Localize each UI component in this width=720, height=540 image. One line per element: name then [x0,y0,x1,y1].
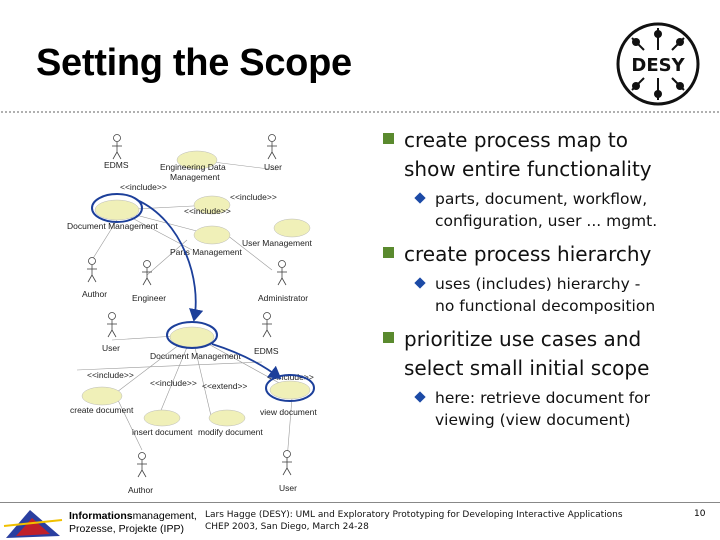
actor-engineer-icon [141,260,153,286]
actor-edms-lower-icon [261,312,273,338]
bullet-square-icon [383,332,394,343]
actor-author-lower-icon [136,452,148,478]
svg-text:User: User [279,483,297,493]
svg-text:Administrator: Administrator [258,293,308,303]
highlight-document-management-bottom [166,321,218,349]
svg-text:Author: Author [82,289,107,299]
svg-text:<<include>>: <<include>> [267,372,314,382]
highlight-document-management-top [91,193,143,223]
svg-text:User: User [102,343,120,353]
svg-text:<<include>>: <<include>> [184,206,231,216]
svg-text:Document Management: Document Management [150,351,241,361]
svg-text:User Management: User Management [242,238,313,248]
sub-bullet-2: uses (includes) hierarchy - no functiona… [380,273,710,317]
svg-text:EDMS: EDMS [254,346,279,356]
sub-bullet-3: here: retrieve document for viewing (vie… [380,387,710,431]
svg-text:Engineering Data: Engineering Data [160,162,226,172]
footer-divider [0,502,720,503]
svg-text:<<include>>: <<include>> [150,378,197,388]
svg-text:<<include>>: <<include>> [120,182,167,192]
svg-text:<<include>>: <<include>> [87,370,134,380]
bullet-square-icon [383,247,394,258]
diamond-bullet-icon [414,391,426,403]
bullet-list: create process map to show entire functi… [380,126,710,431]
bullet-3: prioritize use cases and select small in… [380,325,710,383]
svg-text:view document: view document [260,407,317,417]
svg-text:<<include>>: <<include>> [230,192,277,202]
actor-author-icon [86,257,98,283]
svg-text:Author: Author [128,485,153,495]
desy-logo: DESY [616,22,700,106]
slide-title: Setting the Scope [36,42,352,84]
sub-bullet-1: parts, document, workflow, configuration… [380,188,710,232]
svg-text:insert document: insert document [132,427,193,437]
ipp-logo [3,510,63,538]
diamond-bullet-icon [414,192,426,204]
svg-text:create document: create document [70,405,134,415]
svg-text:Management: Management [170,172,220,182]
svg-text:Engineer: Engineer [132,293,166,303]
footer-reference: Lars Hagge (DESY): UML and Exploratory P… [205,510,623,532]
actor-edms-icon [111,134,123,160]
actor-user-icon [266,134,278,160]
logo-text: DESY [631,55,685,76]
actor-user-lower-icon [106,312,118,338]
svg-text:EDMS: EDMS [104,160,129,170]
actor-administrator-icon [276,260,288,286]
svg-text:Parts Management: Parts Management [170,247,242,257]
title-divider [0,110,720,118]
bullet-2: create process hierarchy [380,240,710,269]
svg-text:modify document: modify document [198,427,263,437]
diamond-bullet-icon [414,277,426,289]
highlight-view-document [265,374,315,402]
svg-text:<<extend>>: <<extend>> [202,381,247,391]
svg-text:Document Management: Document Management [67,221,158,231]
footer-organization: Informationsmanagement, Prozesse, Projek… [69,510,197,535]
actor-user-bottom-icon [281,450,293,476]
arrow-hierarchy-2 [211,343,282,380]
page-number: 10 [694,509,706,519]
use-case-diagram: EDMS Engineering Data Management User <<… [67,134,317,495]
bullet-square-icon [383,133,394,144]
svg-text:User: User [264,162,282,172]
bullet-1: create process map to show entire functi… [380,126,710,184]
arrow-hierarchy-1 [136,199,204,322]
